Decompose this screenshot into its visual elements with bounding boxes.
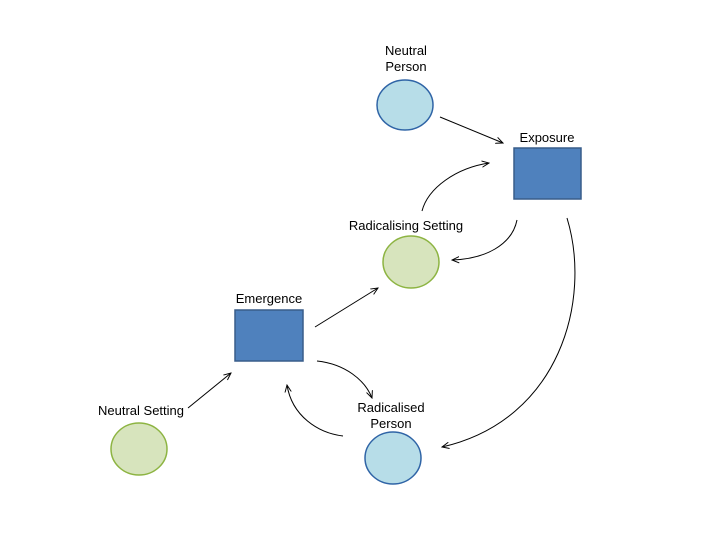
node-neutral-person: Neutral Person <box>376 43 434 131</box>
radicalising-setting-label: Radicalising Setting <box>349 218 463 233</box>
emergence-square <box>234 309 304 362</box>
arrow-neutral-person-to-exposure <box>439 116 503 143</box>
radicalised-person-circle <box>364 431 422 485</box>
arrow-radicalising-setting-to-exposure <box>421 163 489 212</box>
arrow-emergence-to-radicalising-setting <box>314 288 378 328</box>
arrow-radicalised-person-to-emergence <box>287 385 344 437</box>
node-radicalised-person: Radicalised Person <box>357 400 425 485</box>
neutral-person-label-line2: Person <box>385 59 426 74</box>
radicalised-person-label-line1: Radicalised <box>357 400 424 415</box>
node-exposure: Exposure <box>513 130 582 200</box>
arrow-neutral-setting-to-emergence <box>187 373 231 409</box>
arrow-exposure-to-radicalising-setting <box>452 219 518 260</box>
arrow-exposure-to-radicalised-person <box>442 217 576 447</box>
edges <box>187 116 576 447</box>
neutral-person-circle <box>376 79 434 131</box>
node-neutral-setting: Neutral Setting <box>98 403 184 476</box>
radicalising-setting-circle <box>382 235 440 289</box>
node-emergence: Emergence <box>234 291 304 362</box>
neutral-setting-label: Neutral Setting <box>98 403 184 418</box>
exposure-square <box>513 147 582 200</box>
arrow-emergence-to-radicalised-person <box>316 360 372 398</box>
emergence-label: Emergence <box>236 291 302 306</box>
neutral-setting-circle <box>110 422 168 476</box>
neutral-person-label-line1: Neutral <box>385 43 427 58</box>
radicalised-person-label-line2: Person <box>370 416 411 431</box>
exposure-label: Exposure <box>520 130 575 145</box>
node-radicalising-setting: Radicalising Setting <box>349 218 463 289</box>
